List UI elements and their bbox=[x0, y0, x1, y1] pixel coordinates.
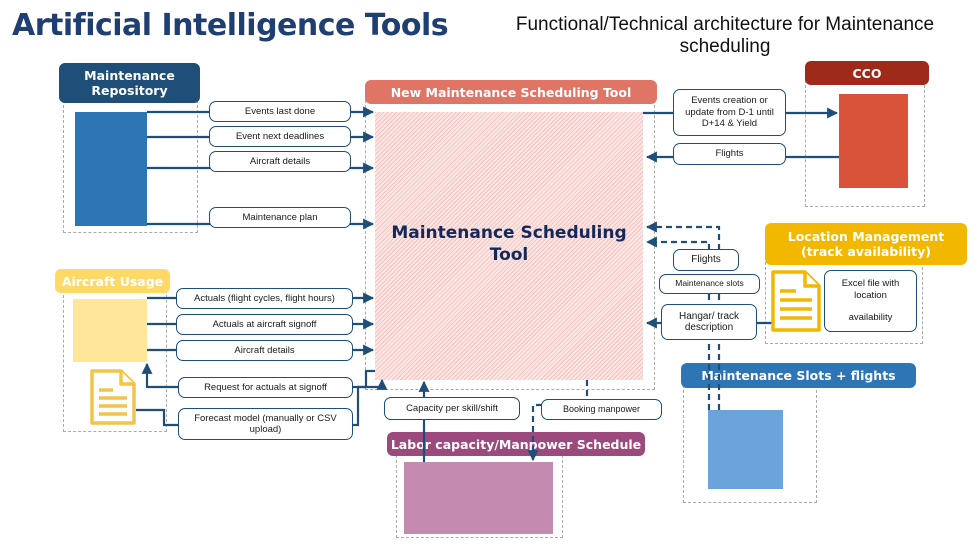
page-title: Artificial Intelligence Tools bbox=[12, 8, 449, 43]
flow-request-actuals: Request for actuals at signoff bbox=[178, 377, 353, 398]
flow-flights-slots: Flights bbox=[673, 249, 739, 271]
flow-maintenance-slots: Maintenance slots bbox=[659, 274, 760, 294]
flow-aircraft-details-usage: Aircraft details bbox=[176, 340, 353, 361]
cco-header: CCO bbox=[805, 61, 929, 85]
aircraft-usage-header: Aircraft Usage bbox=[55, 269, 170, 293]
document-icon bbox=[90, 369, 136, 425]
maintenance-repository-block bbox=[75, 112, 147, 226]
flow-actuals-signoff: Actuals at aircraft signoff bbox=[176, 314, 353, 335]
flow-maintenance-plan: Maintenance plan bbox=[209, 207, 351, 228]
flow-actuals-flight: Actuals (flight cycles, flight hours) bbox=[176, 288, 353, 309]
note-line-4: availability bbox=[848, 312, 893, 324]
flow-booking-manpower: Booking manpower bbox=[541, 399, 662, 420]
note-line-2: location bbox=[854, 289, 887, 301]
aircraft-usage-block bbox=[73, 299, 147, 362]
note-line-1: Excel file with bbox=[841, 278, 900, 290]
page-subtitle: Functional/Technical architecture for Ma… bbox=[515, 14, 935, 57]
labor-capacity-header: Labor capacity/Manpower Schedule bbox=[387, 432, 645, 456]
location-management-header: Location Management (track availability) bbox=[765, 223, 967, 265]
flow-event-next-deadlines: Event next deadlines bbox=[209, 126, 351, 147]
flow-hangar-track: Hangar/ track description bbox=[661, 304, 757, 340]
flow-forecast-model: Forecast model (manually or CSV upload) bbox=[178, 408, 353, 440]
flow-events-last-done: Events last done bbox=[209, 101, 351, 122]
flow-flights-cco: Flights bbox=[673, 143, 786, 165]
location-management-note: Excel file with location availability bbox=[824, 270, 917, 332]
cco-block bbox=[839, 94, 908, 188]
maintenance-slots-block bbox=[708, 410, 783, 489]
flow-capacity-per-skill: Capacity per skill/shift bbox=[384, 397, 520, 420]
flow-aircraft-details-repo: Aircraft details bbox=[209, 151, 351, 172]
new-maintenance-scheduling-tool-header: New Maintenance Scheduling Tool bbox=[365, 80, 657, 104]
maintenance-scheduling-tool-block bbox=[375, 112, 643, 380]
maintenance-slots-header: Maintenance Slots + flights bbox=[681, 363, 916, 388]
excel-document-icon bbox=[771, 270, 821, 332]
flow-events-creation: Events creation or update from D-1 until… bbox=[673, 89, 786, 136]
labor-capacity-block bbox=[404, 462, 553, 534]
maintenance-scheduling-tool-label: Maintenance Scheduling Tool bbox=[391, 223, 627, 265]
maintenance-repository-header: Maintenance Repository bbox=[59, 63, 200, 103]
